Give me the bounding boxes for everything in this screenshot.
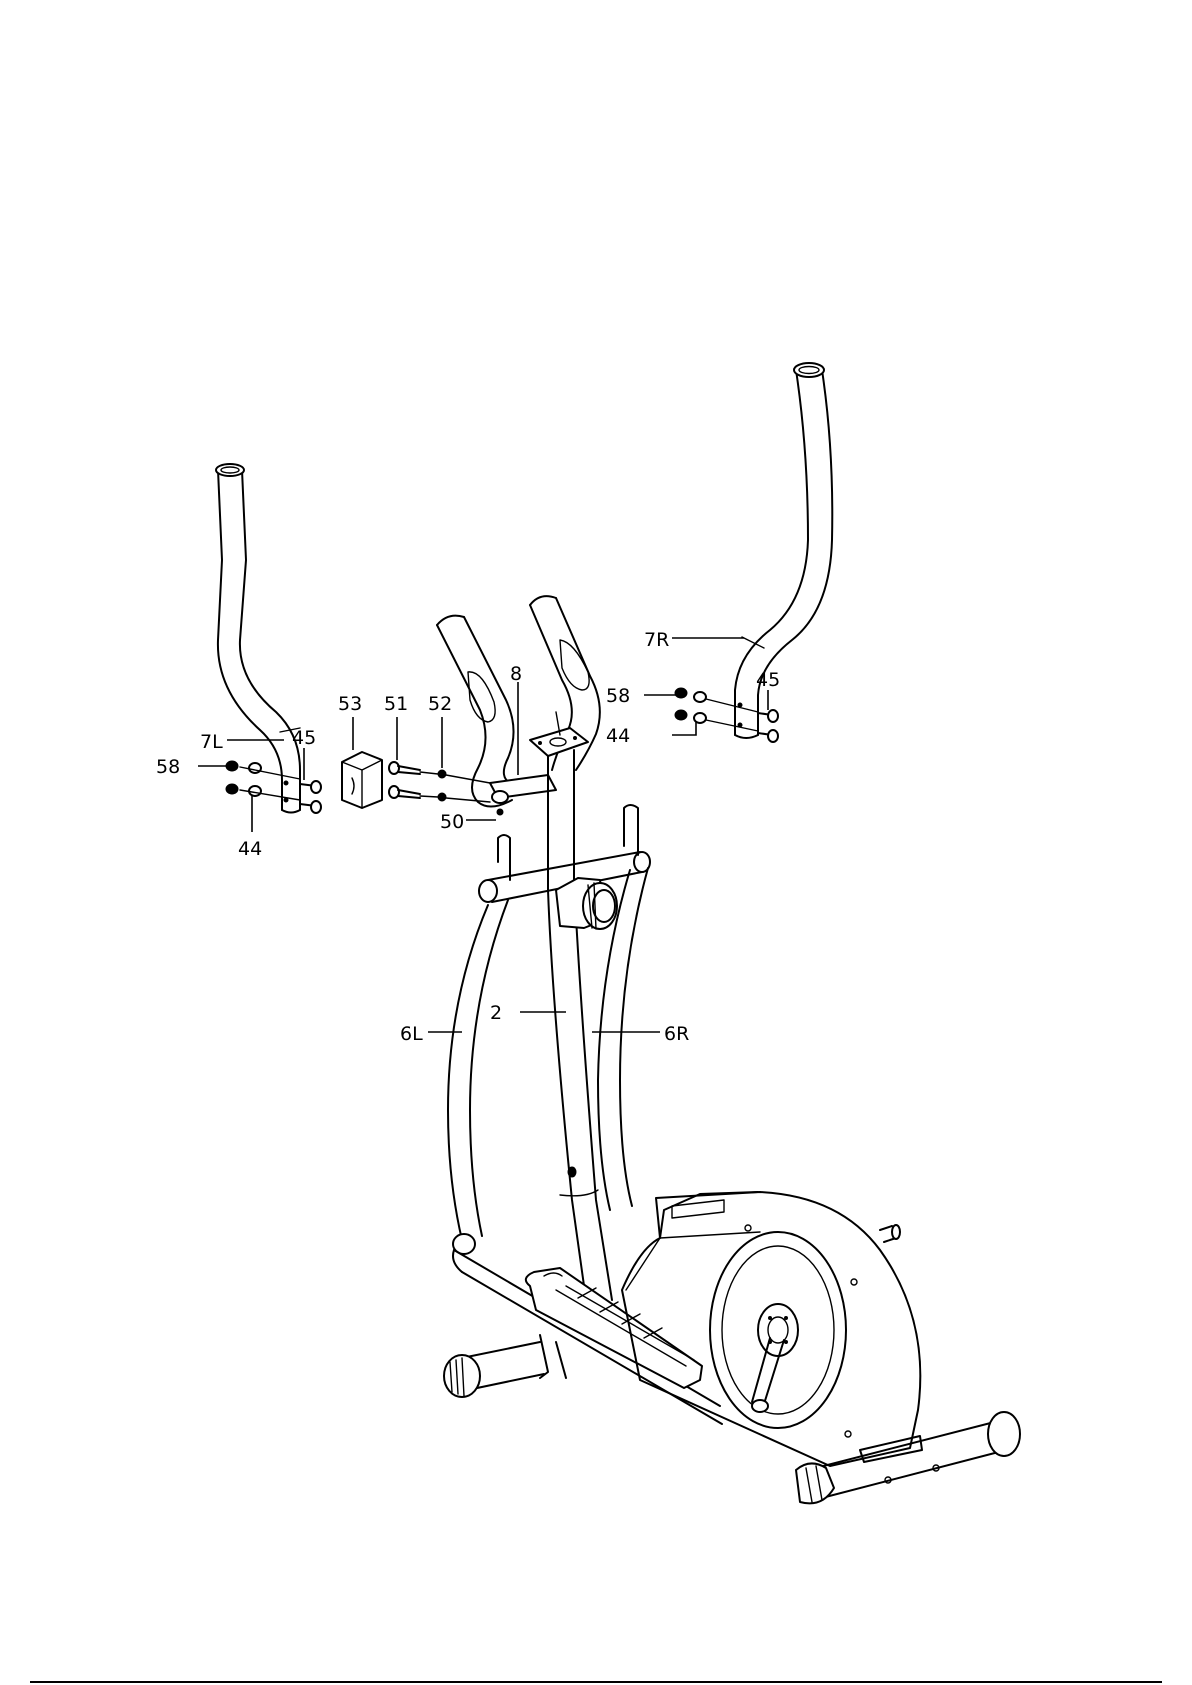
tension-knob (556, 878, 617, 929)
label-58-right: 58 (606, 685, 630, 707)
page-bottom-rule (30, 1681, 1162, 1683)
label-7l: 7L (200, 731, 223, 753)
rear-stabilizer-cap-right (988, 1412, 1020, 1456)
label-2: 2 (490, 1002, 502, 1024)
left-handlebar-end-cap (216, 464, 244, 476)
bushing-50 (492, 791, 508, 803)
left-pedal (526, 1268, 702, 1388)
label-58-left: 58 (156, 756, 180, 778)
label-45-right: 45 (756, 669, 780, 691)
left-hardware-set (226, 761, 321, 813)
main-mast-2 (548, 750, 612, 1300)
right-upper-handlebar-7r (735, 363, 832, 738)
label-45-left: 45 (292, 727, 316, 749)
lower-arm-6l (448, 900, 508, 1254)
right-hardware-set (675, 688, 778, 742)
label-6r: 6R (664, 1023, 689, 1045)
label-6l: 6L (400, 1023, 423, 1045)
left-upper-handlebar-7l (216, 464, 300, 813)
label-50: 50 (440, 811, 464, 833)
rear-stabilizer-cap-left (796, 1463, 834, 1503)
flywheel-housing (622, 1192, 920, 1466)
label-44-left: 44 (238, 838, 262, 860)
label-52: 52 (428, 693, 452, 715)
label-44-right: 44 (606, 725, 630, 747)
label-53: 53 (338, 693, 362, 715)
label-51: 51 (384, 693, 408, 715)
label-8: 8 (510, 663, 522, 685)
handlebar-cover-53 (342, 752, 382, 808)
label-7r: 7R (644, 629, 669, 651)
